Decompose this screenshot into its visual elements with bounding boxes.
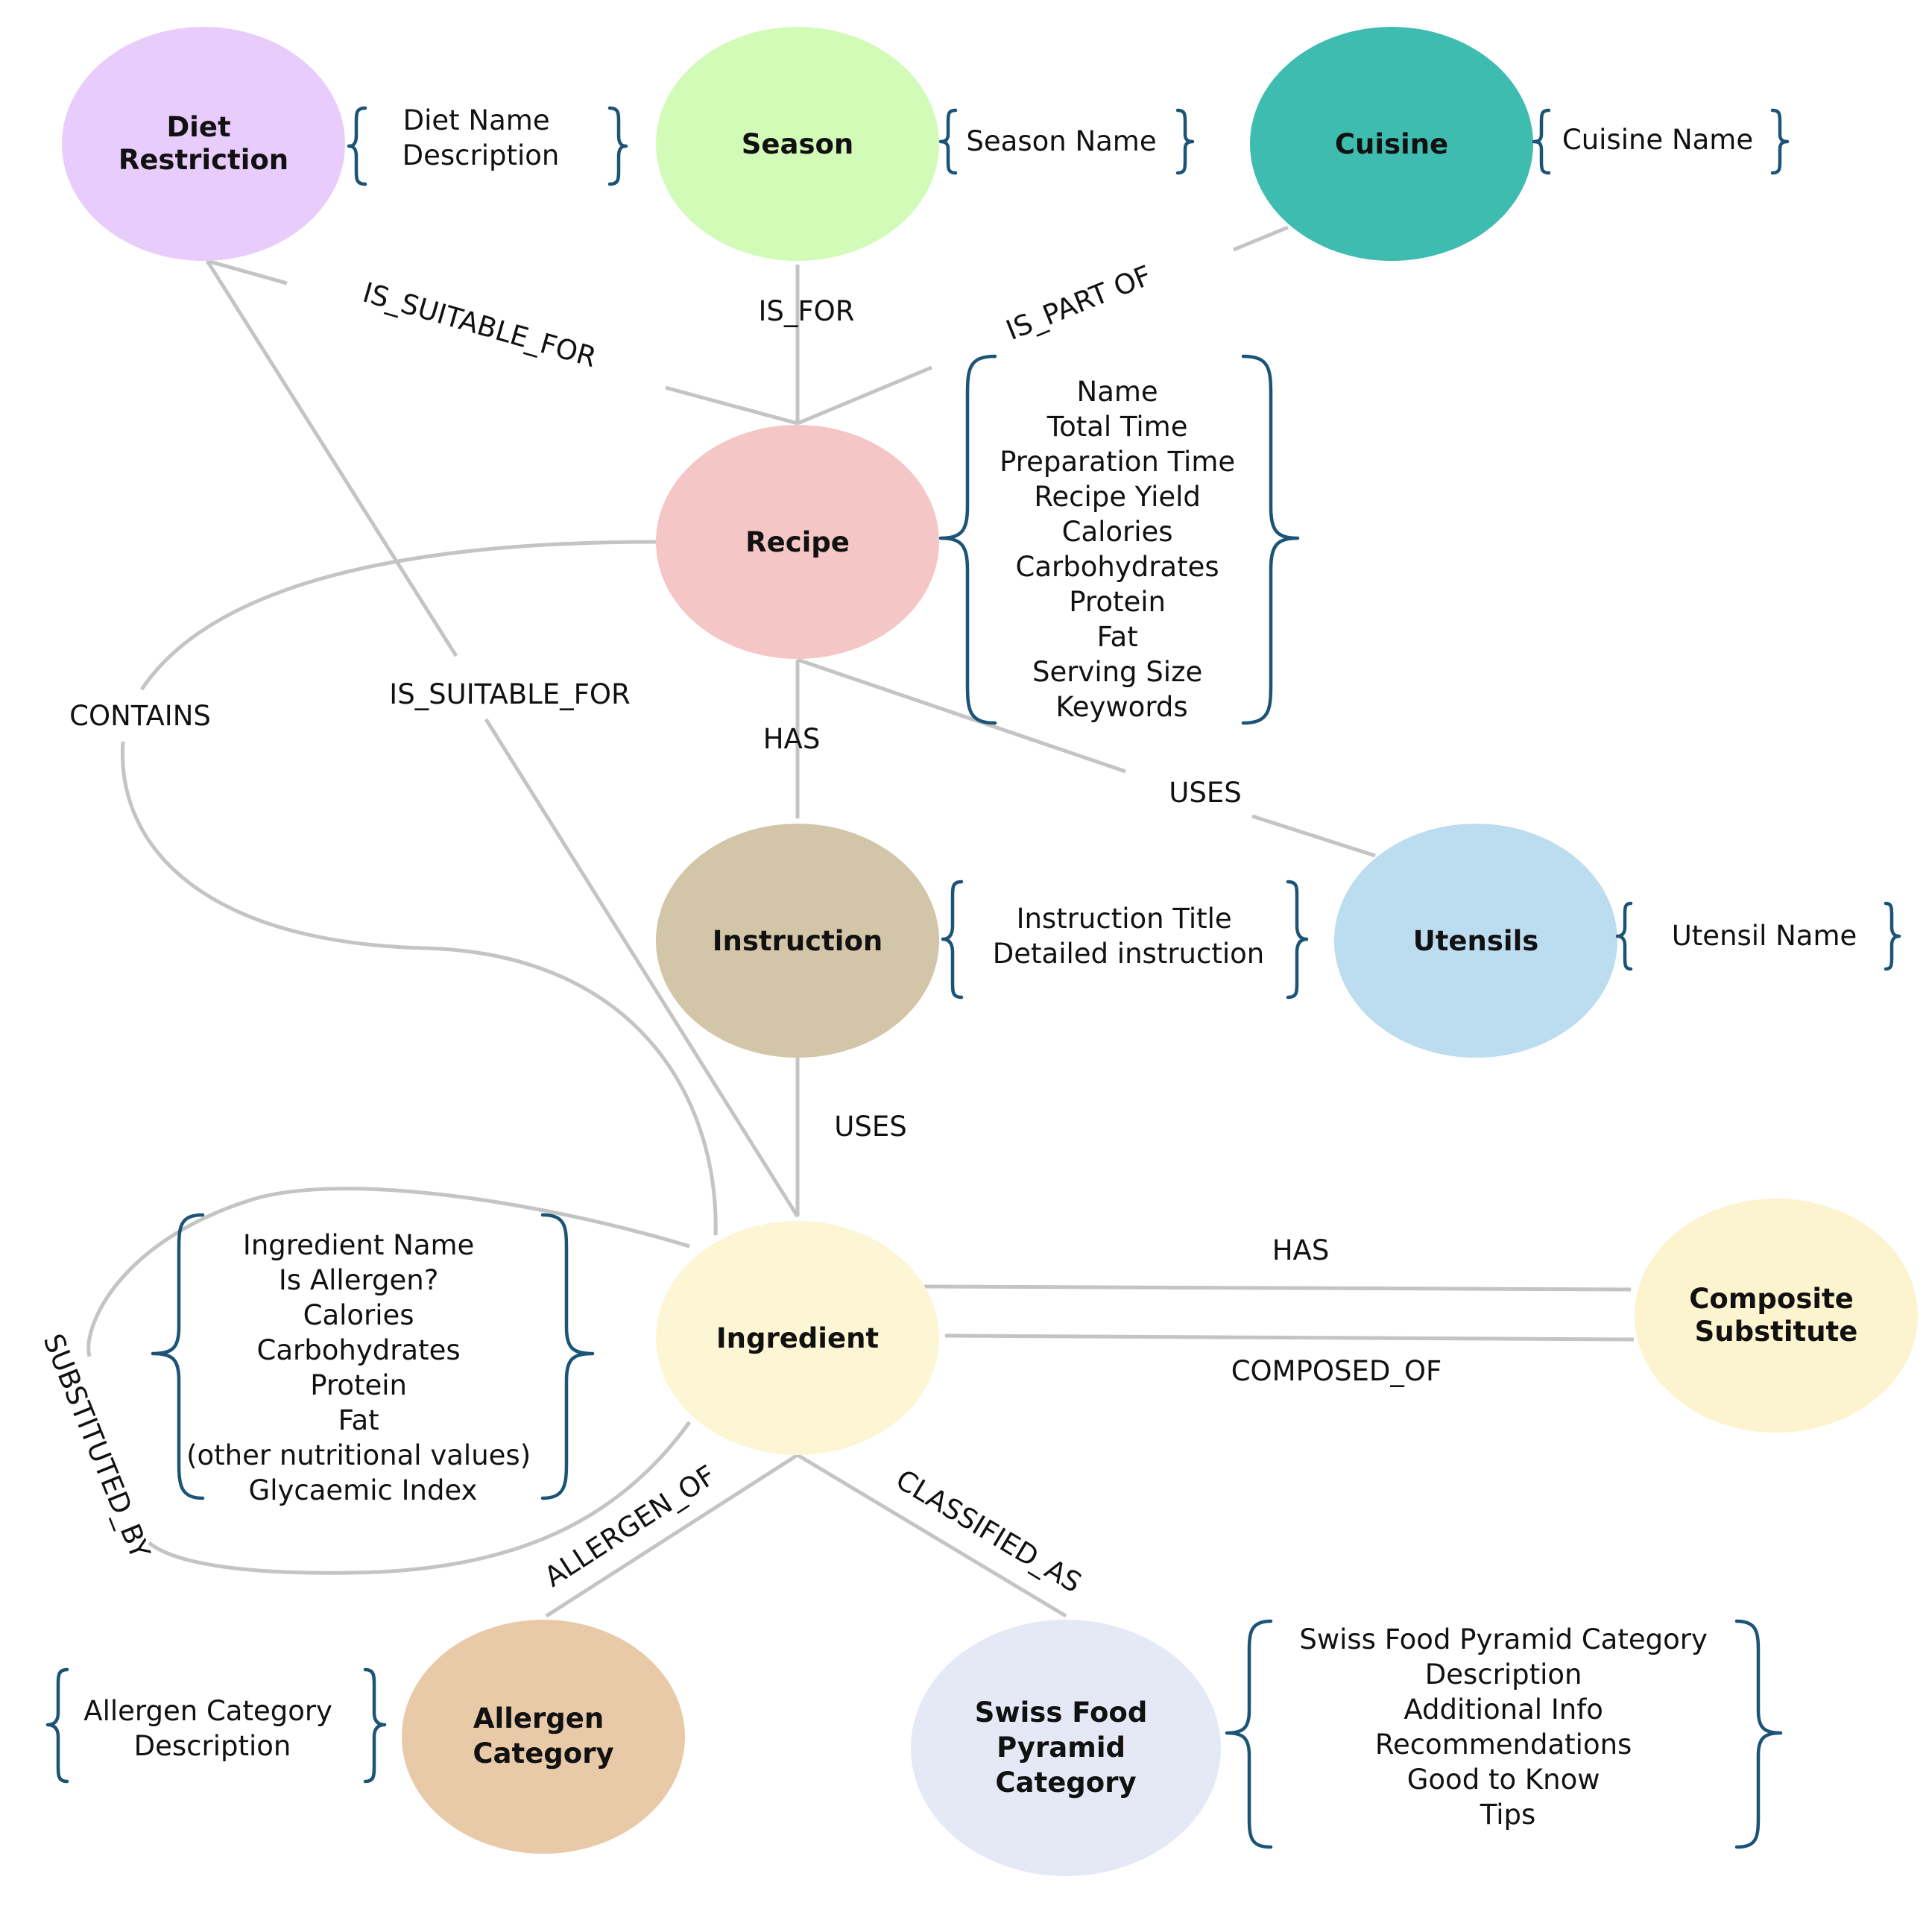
brace-right-ingredient <box>540 1213 595 1500</box>
brace-right-cuisine <box>1770 108 1790 175</box>
brace-left-swiss <box>1225 1619 1273 1849</box>
edge-label-recipe-instruction: HAS <box>763 723 821 755</box>
attrs-utensils: Utensil Name <box>1672 920 1857 952</box>
nodes <box>62 27 1918 1876</box>
attrs-swiss: Swiss Food Pyramid Category Description … <box>1299 1623 1716 1831</box>
edge-recipe-utensils-arrow <box>1251 814 1376 858</box>
edge-ingredient-allergen <box>545 1453 799 1618</box>
node-label-allergen: Allergen Category <box>473 1702 613 1770</box>
edges <box>86 225 1635 1618</box>
attribute-braces <box>45 106 1901 1849</box>
edge-ingredient-diet-lower <box>484 718 800 1218</box>
edge-ingredient-composite <box>923 1284 1632 1292</box>
edge-label-recipe-utensils: USES <box>1169 777 1241 809</box>
edge-recipe-ingredient-top <box>139 540 657 691</box>
edge-recipe-cuisine-arrow <box>1233 225 1289 252</box>
node-label-utensils: Utensils <box>1413 925 1539 957</box>
edge-label-recipe-season: IS_FOR <box>758 295 854 327</box>
brace-left-ingredient <box>151 1213 205 1500</box>
edge-substituted-top <box>86 1187 690 1357</box>
attrs-recipe: Name Total Time Preparation Time Recipe … <box>1000 376 1244 723</box>
node-season <box>656 27 939 261</box>
brace-left-instruction <box>941 880 964 1000</box>
brace-right-season <box>1175 108 1195 175</box>
node-label-season: Season <box>742 128 854 160</box>
node-cuisine <box>1250 27 1533 261</box>
brace-left-allergen <box>45 1667 69 1784</box>
attrs-ingredient: Ingredient Name Is Allergen? Calories Ca… <box>186 1229 540 1506</box>
brace-right-allergen <box>363 1667 387 1784</box>
node-recipe <box>656 425 939 659</box>
edge-recipe-cuisine <box>797 365 932 426</box>
attrs-instruction: Instruction Title Detailed instruction <box>993 903 1264 970</box>
edge-recipe-ingredient-bottom <box>120 741 719 1236</box>
edge-label-ingredient-composite: HAS <box>1272 1234 1330 1266</box>
edge-label-ingredient-swiss: CLASSIFIED_AS <box>891 1463 1087 1599</box>
brace-right-instruction <box>1286 880 1309 1000</box>
edge-label-recipe-diet: IS_SUITABLE_FOR <box>359 277 600 373</box>
brace-right-diet <box>607 106 628 186</box>
brace-left-cuisine <box>1532 108 1551 175</box>
edge-recipe-diet <box>665 385 798 426</box>
node-label-diet: Diet Restriction <box>119 111 288 176</box>
node-label-instruction: Instruction <box>713 925 883 957</box>
edge-label-ingredient-diet: IS_SUITABLE_FOR <box>389 678 630 710</box>
edge-substituted-bottom <box>148 1421 692 1575</box>
node-label-composite: Composite Substitute <box>1689 1283 1863 1348</box>
brace-left-season <box>938 108 958 175</box>
node-label-swiss: Swiss Food Pyramid Category <box>975 1696 1157 1799</box>
node-label-cuisine: Cuisine <box>1335 128 1448 160</box>
attrs-cuisine: Cuisine Name <box>1562 124 1753 156</box>
node-diet-restriction <box>62 27 345 261</box>
node-allergen-category <box>402 1620 685 1854</box>
node-ingredient <box>656 1221 939 1455</box>
edge-ingredient-diet-upper <box>205 259 458 657</box>
node-label-recipe: Recipe <box>745 526 850 558</box>
node-swiss-food-pyramid <box>911 1620 1221 1876</box>
edge-label-instruction-ingredient: USES <box>834 1111 906 1143</box>
edge-composite-ingredient <box>944 1333 1635 1342</box>
attribute-lists: Diet Name Description Season Name Cuisin… <box>83 104 1857 1831</box>
edge-ingredient-swiss <box>796 1453 1067 1618</box>
attrs-season: Season Name <box>966 125 1156 157</box>
node-composite-substitute <box>1635 1199 1918 1433</box>
brace-left-utensils <box>1615 901 1633 971</box>
edge-recipe-utensils <box>797 657 1126 774</box>
node-labels: Diet Restriction Season Cuisine Recipe I… <box>119 111 1863 1799</box>
brace-left-recipe <box>938 354 997 725</box>
edge-recipe-diet-arrow <box>206 259 288 285</box>
edge-label-composite-ingredient: COMPOSED_OF <box>1231 1355 1442 1387</box>
brace-right-swiss <box>1734 1619 1783 1849</box>
brace-right-recipe <box>1241 354 1300 725</box>
attrs-allergen: Allergen Category Description <box>83 1695 341 1762</box>
node-label-ingredient: Ingredient <box>716 1322 879 1354</box>
node-instruction <box>656 824 939 1058</box>
node-utensils <box>1334 824 1617 1058</box>
edge-label-recipe-ingredient: CONTAINS <box>69 700 211 732</box>
brace-right-utensils <box>1884 901 1901 971</box>
brace-left-diet <box>347 106 367 186</box>
edge-label-recipe-cuisine: IS_PART OF <box>1002 259 1156 347</box>
attrs-diet: Diet Name Description <box>402 104 560 171</box>
edge-label-ingredient-substitute: SUBSTITUTED_BY <box>37 1329 157 1563</box>
